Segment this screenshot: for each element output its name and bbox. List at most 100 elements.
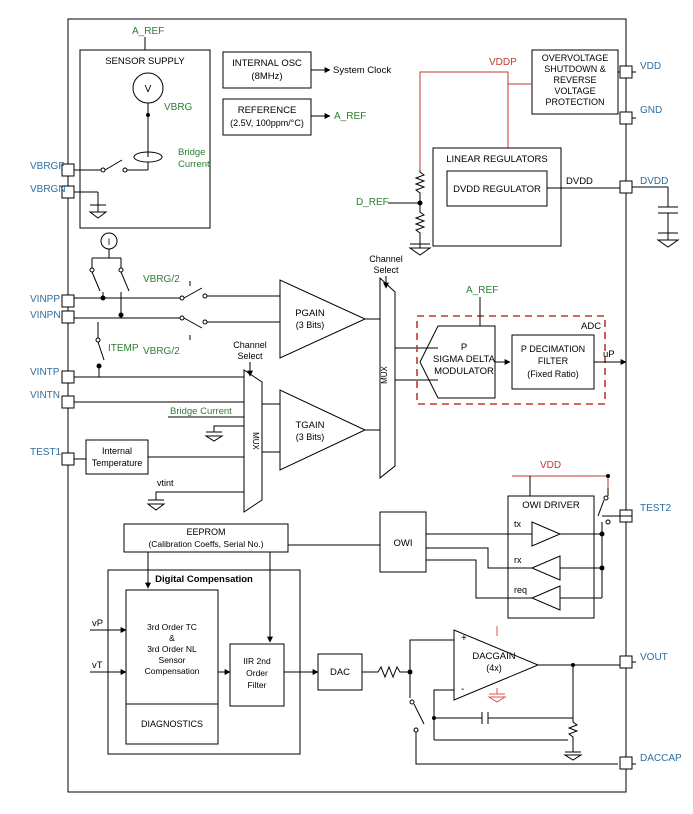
pin-daccap-box bbox=[619, 756, 633, 770]
tc-nl-line-1: 3rd Order TC bbox=[147, 622, 197, 632]
channel-select-label-2a: Channel bbox=[369, 254, 403, 264]
up-label: uP bbox=[603, 349, 615, 360]
sensor-supply-title: SENSOR SUPPLY bbox=[105, 56, 185, 67]
small-ground-wire bbox=[213, 425, 244, 432]
owi-box bbox=[379, 511, 427, 573]
reference-label-1: REFERENCE bbox=[238, 105, 297, 116]
sigma-delta-label-1: P bbox=[461, 342, 467, 353]
iir-label-2: Order bbox=[246, 668, 268, 678]
pin-dvdd-box bbox=[619, 180, 633, 194]
dref-divider bbox=[408, 170, 432, 256]
owi-wiring bbox=[560, 488, 632, 599]
reference-a-ref-label: A_REF bbox=[334, 111, 366, 122]
sigma-delta-label-3: MODULATOR bbox=[434, 366, 494, 377]
vtint-wire bbox=[155, 491, 244, 500]
eeprom-label-2: (Calibration Coeffs, Serial No.) bbox=[148, 539, 263, 549]
linear-regulators-title: LINEAR REGULATORS bbox=[446, 154, 548, 165]
vp-label: vP bbox=[92, 618, 103, 629]
sensor-switch-blade bbox=[104, 159, 123, 171]
vtint-ground bbox=[146, 499, 166, 511]
owi-tx-label: tx bbox=[514, 519, 522, 529]
diagnostics-label: DIAGNOSTICS bbox=[141, 719, 203, 729]
input-switch-network bbox=[74, 249, 280, 369]
pin-label-test2: TEST2 bbox=[640, 503, 672, 514]
eeprom-label-1: EEPROM bbox=[186, 527, 225, 537]
sigma-delta-modulator bbox=[419, 325, 496, 399]
owi-rx-label: rx bbox=[514, 555, 522, 565]
pin-label-vintn: VINTN bbox=[30, 390, 60, 401]
small-mux-label: MUX bbox=[251, 432, 260, 450]
pin-label-vinpn: VINPN bbox=[30, 310, 61, 321]
adc-label: ADC bbox=[581, 321, 601, 332]
digital-compensation-box bbox=[107, 569, 301, 755]
vbrg-half-label-2: VBRG/2 bbox=[143, 346, 180, 357]
dacgain-plus: + bbox=[461, 633, 467, 644]
tgain-amplifier bbox=[279, 389, 367, 471]
owi-req-label: req bbox=[514, 585, 527, 595]
bridge-current-label-2: Current bbox=[178, 159, 210, 170]
pin-label-gnd: GND bbox=[640, 105, 662, 116]
owi-vdd-label: VDD bbox=[540, 460, 561, 471]
overvoltage-line-5: PROTECTION bbox=[545, 97, 604, 107]
owi-req-buffer bbox=[530, 585, 561, 611]
internal-osc-label-1: INTERNAL OSC bbox=[232, 58, 302, 69]
decimation-label-3: (Fixed Ratio) bbox=[527, 369, 579, 379]
sigma-delta-label-2: SIGMA DELTA bbox=[433, 354, 496, 365]
sensor-switch-contact-2 bbox=[100, 167, 106, 173]
a-ref-top-label: A_REF bbox=[132, 26, 164, 37]
pin-label-vout: VOUT bbox=[640, 652, 668, 663]
pin-vintn-box bbox=[61, 395, 75, 409]
reference-label-2: (2.5V, 100ppm/°C) bbox=[230, 118, 304, 128]
tc-nl-line-2: & bbox=[169, 633, 175, 643]
voltmeter-symbol-label: V bbox=[145, 84, 152, 95]
feedback-network bbox=[433, 665, 583, 761]
dacgain-label-2: (4x) bbox=[486, 663, 502, 673]
owi-to-driver bbox=[426, 533, 532, 599]
dac-resistor bbox=[362, 639, 636, 765]
tc-nl-line-3: 3rd Order NL bbox=[147, 644, 197, 654]
pin-vdd-box bbox=[619, 65, 633, 79]
decimation-label-1: P DECIMATION bbox=[521, 344, 585, 354]
pin-label-vdd: VDD bbox=[640, 61, 661, 72]
dacgain-red-ground bbox=[487, 693, 507, 703]
pin-vinpn-box bbox=[61, 310, 75, 324]
reference-box bbox=[222, 98, 312, 136]
owi-driver-box bbox=[507, 495, 595, 619]
pgain-label-1: PGAIN bbox=[295, 308, 325, 319]
pin-test1-box bbox=[61, 452, 75, 466]
vbrg-node bbox=[146, 113, 150, 117]
sensor-switch-contact bbox=[122, 167, 128, 173]
pin-label-test1: TEST1 bbox=[30, 447, 62, 458]
d-ref-label: D_REF bbox=[356, 197, 389, 208]
current-source-i-label: I bbox=[108, 237, 111, 247]
tgain-label-1: TGAIN bbox=[295, 420, 324, 431]
vbrg-half-label-1: VBRG/2 bbox=[143, 274, 180, 285]
pin-vinpp-box bbox=[61, 294, 75, 308]
pgain-label-2: (3 Bits) bbox=[296, 320, 325, 330]
decimation-label-2: FILTER bbox=[538, 356, 569, 366]
pin-label-daccap: DACCAP bbox=[640, 753, 682, 764]
pin-vintp-box bbox=[61, 370, 75, 384]
small-ground bbox=[204, 431, 224, 442]
adc-a-ref-label: A_REF bbox=[466, 285, 498, 296]
tc-nl-line-4: Sensor bbox=[159, 655, 186, 665]
big-mux bbox=[379, 276, 396, 480]
pin-label-vbrgp: VBRGP bbox=[30, 161, 65, 172]
adc-region bbox=[416, 315, 606, 405]
vt-label: vT bbox=[92, 660, 103, 671]
overvoltage-line-1: OVERVOLTAGE bbox=[542, 53, 609, 63]
owi-vdd-rail bbox=[512, 475, 609, 488]
pin-label-vintp: VINTP bbox=[30, 367, 60, 378]
dacgain-label-1: DACGAIN bbox=[472, 651, 515, 662]
pin-gnd-box bbox=[619, 111, 633, 125]
bridge-current-line-label: Bridge Current bbox=[170, 406, 232, 417]
diagnostics-box bbox=[125, 703, 219, 745]
overvoltage-line-3: REVERSE bbox=[553, 75, 596, 85]
iir-filter-box bbox=[229, 643, 285, 707]
tgain-label-2: (3 Bits) bbox=[296, 432, 325, 442]
eeprom-box bbox=[123, 523, 289, 553]
iir-label-3: Filter bbox=[248, 680, 267, 690]
iir-label-1: IIR 2nd bbox=[243, 656, 271, 666]
dac-label: DAC bbox=[330, 667, 350, 678]
